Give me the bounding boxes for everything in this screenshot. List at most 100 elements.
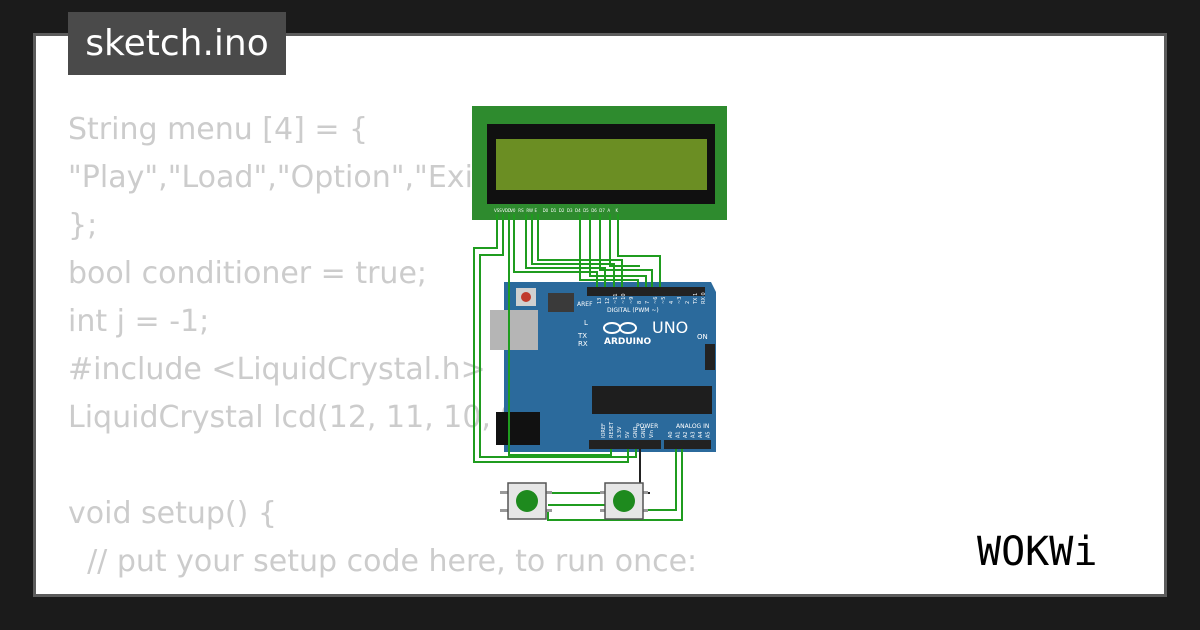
- on-label: ON: [697, 333, 708, 341]
- lcd-pin-label: A: [607, 208, 610, 213]
- digital-pin-label: 12: [605, 298, 611, 304]
- button-body: [604, 482, 644, 520]
- button-leg: [500, 509, 508, 512]
- analog-pin-label: A4: [698, 431, 704, 438]
- lcd-pin-label: RS: [518, 208, 524, 213]
- power-pin-label: 3.3V: [617, 426, 623, 438]
- lcd-pin-label: E: [535, 208, 538, 213]
- wires: [473, 214, 683, 521]
- arduino-uno-board[interactable]: AREF DIGITAL (PWM ~) L TX RX ARDUINO UNO…: [490, 282, 716, 452]
- analog-pin-label: A1: [676, 431, 682, 438]
- button-cap[interactable]: [613, 490, 635, 512]
- lcd-pin-label: D3: [567, 208, 573, 213]
- digital-pin-label: ~9: [629, 297, 635, 304]
- analog-pin-label: A5: [706, 431, 712, 438]
- code-line: int j = -1;: [68, 304, 210, 339]
- digital-pin-label: 7: [645, 301, 651, 304]
- digital-pin-label: 13: [597, 298, 603, 304]
- button-cap[interactable]: [516, 490, 538, 512]
- lcd-pin-label: D4: [575, 208, 581, 213]
- lcd-screen: [496, 139, 707, 190]
- lcd-pin-label: V0: [510, 208, 516, 213]
- wire-d5: [579, 214, 639, 287]
- tx-label: TX: [577, 332, 587, 340]
- wire-d6: [589, 214, 647, 287]
- wire-vdd: [479, 214, 637, 458]
- wire-rw: [525, 214, 606, 287]
- code-line: // put your setup code here, to run once…: [68, 544, 698, 579]
- digital-pin-label: 8: [637, 301, 643, 304]
- digital-pin-label: 4: [669, 301, 675, 304]
- digital-header: [587, 287, 705, 296]
- button-leg: [640, 509, 648, 512]
- analog-pin-label: A0: [668, 431, 674, 438]
- brand-label: ARDUINO: [604, 337, 652, 347]
- power-pin-label: GND: [633, 426, 639, 438]
- code-line: LiquidCrystal lcd(12, 11, 10, 9: [68, 400, 520, 435]
- lcd-pin-label: D2: [559, 208, 565, 213]
- code-line: String menu [4] = {: [68, 112, 369, 147]
- lcd-pin-label: VDD: [502, 208, 511, 213]
- atmega-chip: [592, 386, 712, 414]
- infinity-right-loop: [619, 322, 637, 334]
- power-pin-label: IOREF: [601, 423, 607, 438]
- digital-pin-label: ~10: [621, 293, 627, 304]
- lcd-pin-label: D5: [583, 208, 589, 213]
- aref-label: AREF: [577, 301, 593, 308]
- code-line: };: [68, 208, 98, 243]
- lcd-pin-label: D6: [591, 208, 597, 213]
- button-leg: [544, 509, 552, 512]
- code-line: pinMode(A0, INPUT_PULLUP);: [68, 586, 697, 594]
- button-leg: [544, 491, 552, 494]
- wire-btn-a1: [547, 449, 683, 521]
- digital-pin-label: ~6: [653, 297, 659, 304]
- digital-pin-label: ~5: [661, 297, 667, 304]
- power-pin-label: 5V: [625, 431, 631, 438]
- sketch-filename-tab[interactable]: sketch.ino: [68, 12, 286, 75]
- digital-label: DIGITAL (PWM ~): [607, 307, 659, 314]
- code-line: "Play","Load","Option","Exit": [68, 160, 499, 195]
- rx-label: RX: [578, 340, 588, 348]
- lcd-pin-label: D1: [551, 208, 557, 213]
- reset-button-cap: [521, 292, 531, 302]
- digital-pin-label: RX 0: [701, 292, 707, 304]
- analog-label: ANALOG IN: [676, 423, 709, 430]
- push-button-left[interactable]: [500, 482, 552, 520]
- lcd-pin-label: D0: [543, 208, 549, 213]
- lcd-pin-label: D7: [599, 208, 605, 213]
- button-leg: [600, 509, 608, 512]
- power-label: POWER: [636, 423, 658, 430]
- lcd-pin-label: RW: [526, 208, 533, 213]
- button-leg: [640, 491, 648, 494]
- analog-header: [664, 440, 711, 449]
- button-leg: [500, 491, 508, 494]
- code-line: void setup() {: [68, 496, 277, 531]
- analog-pin-label: A2: [683, 431, 689, 438]
- wokwi-logo[interactable]: WOKWi: [975, 525, 1150, 575]
- push-button-right[interactable]: [600, 482, 648, 520]
- power-pin-label: RESET: [609, 421, 615, 438]
- lcd-pin-label: K: [616, 208, 619, 213]
- l-label: L: [584, 319, 588, 327]
- wire-v0: [508, 214, 612, 456]
- usb-port: [490, 310, 538, 350]
- power-pin-label: GND: [641, 426, 647, 438]
- code-preview: String menu [4] = { "Play","Load","Option…: [68, 106, 697, 594]
- icsp-header: [548, 293, 574, 312]
- wire-k: [617, 214, 661, 287]
- digital-pin-label: ~11: [613, 293, 619, 304]
- digital-pin-label: 2: [685, 301, 691, 304]
- digital-pin-label: TX 1: [693, 293, 699, 305]
- power-header: [589, 440, 661, 449]
- digital-pin-label: ~3: [677, 297, 683, 304]
- power-jack: [496, 412, 540, 445]
- analog-pin-label: A3: [691, 431, 697, 438]
- lcd-pin-label: VSS: [494, 208, 502, 213]
- button-leg: [600, 491, 608, 494]
